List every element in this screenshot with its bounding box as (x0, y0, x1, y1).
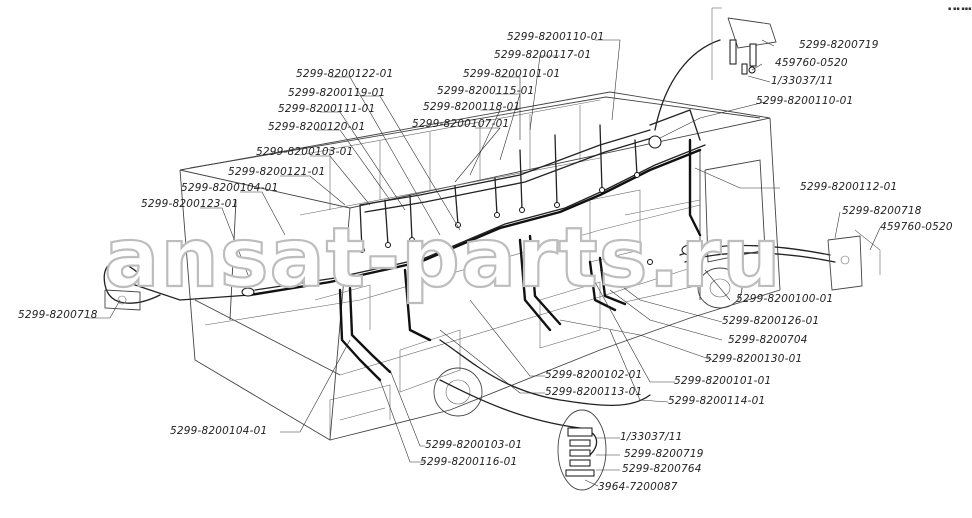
callout-label: 5299-8200718 (18, 309, 98, 321)
callout-label: 5299-8200118-01 (423, 101, 520, 113)
callout-label: 5299-8200719 (799, 39, 879, 51)
callout-label: 5299-8200101-01 (674, 375, 771, 387)
callout-label: 5299-8200115-01 (437, 85, 534, 97)
callout-label: 5299-8200718 (842, 205, 922, 217)
roof-valve-detail (711, 7, 777, 80)
callout-label: 5299-8200104-01 (170, 425, 267, 437)
callout-label: 5299-8200107-01 (412, 118, 509, 130)
callout-label: 5299-8200111-01 (278, 103, 375, 115)
callout-label: 5299-8200116-01 (420, 456, 517, 468)
callout-labels: 5299-8200110-01 5299-8200117-01 5299-820… (18, 31, 953, 493)
callout-label: 5299-8200114-01 (668, 395, 765, 407)
watermark-text: ansat-parts.ru (104, 211, 782, 306)
callout-label: 5299-8200110-01 (756, 95, 853, 107)
callout-label: 5299-8200103-01 (256, 146, 353, 158)
callout-label: 5299-8200704 (728, 334, 808, 346)
callout-label: 3964-7200087 (598, 481, 678, 493)
callout-label: 5299-8200101-01 (463, 68, 560, 80)
callout-label: 5299-8200100-01 (736, 293, 833, 305)
callout-label: 5299-8200117-01 (494, 49, 591, 61)
callout-label: 5299-8200104-01 (181, 182, 278, 194)
callout-label: 1/33037/11 (620, 431, 683, 443)
callout-label: 5299-8200120-01 (268, 121, 365, 133)
callout-label: 5299-8200112-01 (800, 181, 897, 193)
corner-mark: ▪ ▪▪ ▪▪▪ (948, 6, 972, 12)
bottom-valve-detail (557, 409, 607, 491)
callout-label: 5299-8200122-01 (296, 68, 393, 80)
callout-label: 5299-8200113-01 (545, 386, 642, 398)
leader-lines (88, 39, 881, 487)
callout-label: 1/33037/11 (771, 75, 834, 87)
callout-label: 5299-8200102-01 (545, 369, 642, 381)
heating-pipes (103, 39, 836, 456)
callout-label: 459760-0520 (880, 221, 953, 233)
callout-label: 5299-8200119-01 (288, 87, 385, 99)
callout-label: 5299-8200110-01 (507, 31, 604, 43)
callout-label: 5299-8200130-01 (705, 353, 802, 365)
callout-label: 5299-8200123-01 (141, 198, 238, 210)
front-bracket-detail (827, 229, 881, 291)
callout-label: 5299-8200103-01 (425, 439, 522, 451)
callout-label: 5299-8200764 (622, 463, 702, 475)
callout-label: 5299-8200719 (624, 448, 704, 460)
callout-label: 459760-0520 (775, 57, 848, 69)
rear-bracket-detail (104, 289, 141, 311)
pipe-fittings (241, 135, 699, 297)
callout-label: 5299-8200121-01 (228, 166, 325, 178)
callout-label: 5299-8200126-01 (722, 315, 819, 327)
